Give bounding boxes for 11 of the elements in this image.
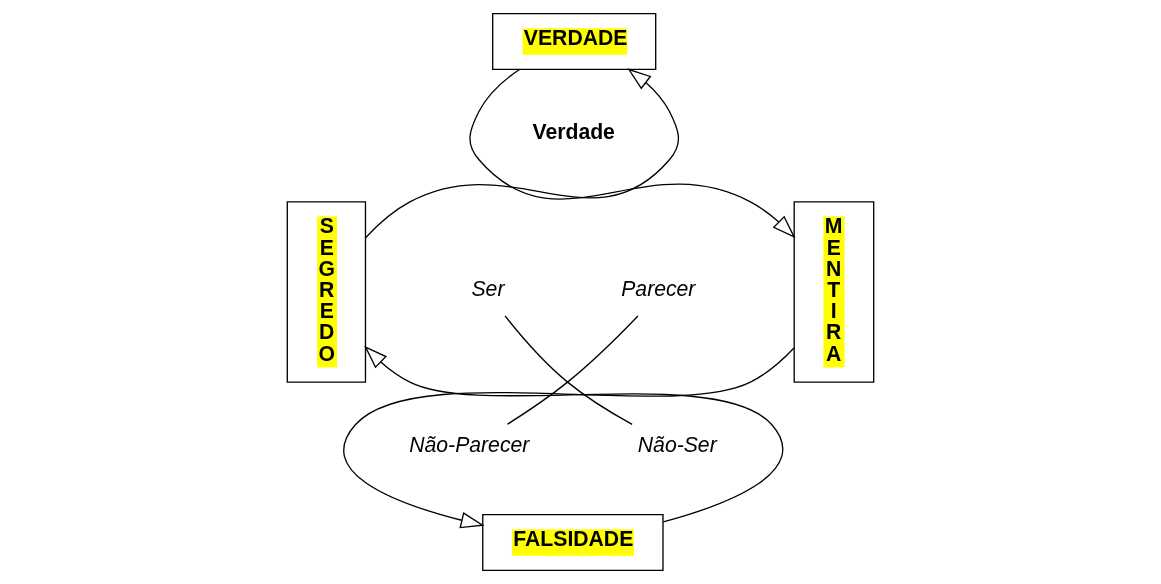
node-box: MENTIRA — [793, 201, 875, 383]
node-box: SEGREDO — [286, 201, 367, 383]
node-text: Não-Ser — [637, 433, 717, 457]
node-box: VERDADE — [492, 13, 657, 71]
node-box: FALSIDADE — [482, 513, 664, 571]
node-text: Não-Parecer — [409, 433, 530, 457]
label: Verdade — [532, 120, 615, 144]
arrow — [469, 68, 796, 239]
arrow — [365, 68, 680, 239]
node-text: Ser — [471, 276, 505, 300]
node-text: Parecer — [621, 276, 696, 300]
